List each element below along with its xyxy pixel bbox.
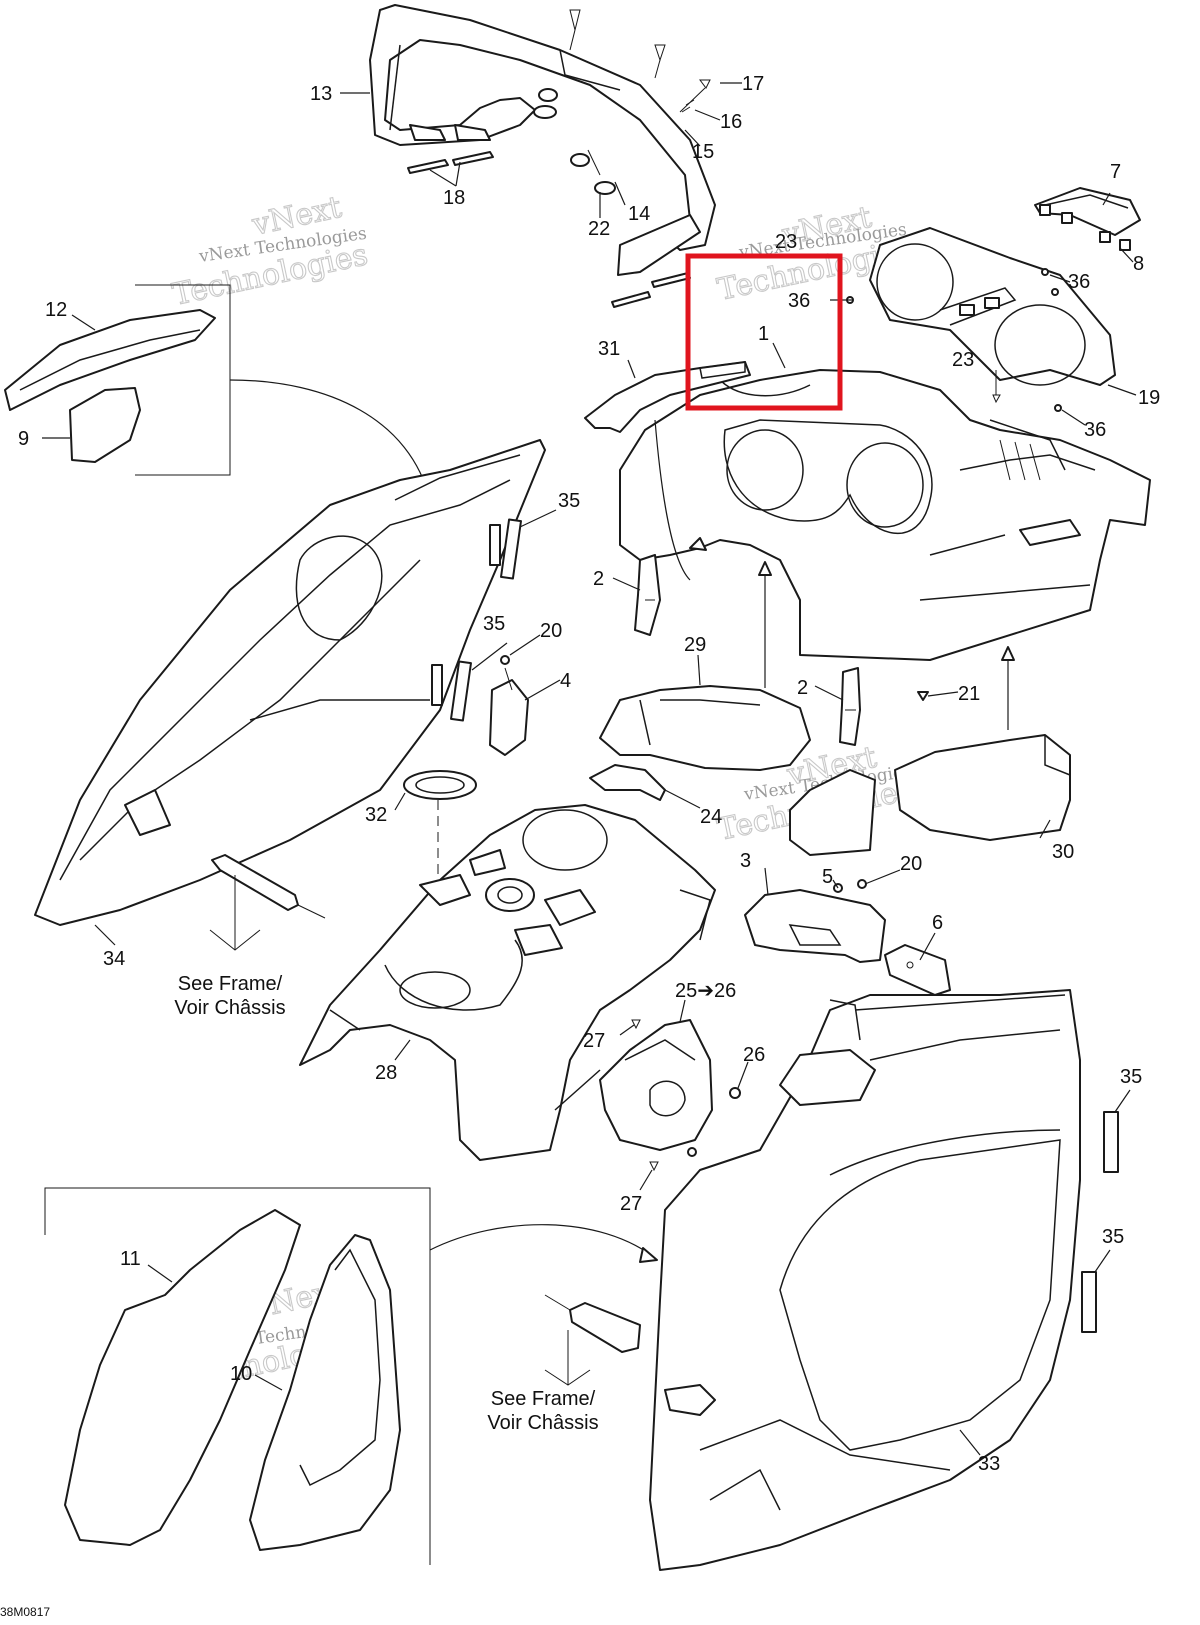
callout-23-right[interactable]: 23: [952, 349, 974, 371]
callout-20-top[interactable]: 20: [540, 620, 562, 642]
callout-14[interactable]: 14: [628, 203, 650, 225]
callout-18[interactable]: 18: [443, 187, 465, 209]
callout-36-left[interactable]: 36: [788, 290, 810, 312]
part-34-left-panel: [34, 439, 546, 926]
callout-3[interactable]: 3: [740, 850, 751, 872]
arrow-head-10-11: [639, 1247, 658, 1263]
callout-34[interactable]: 34: [103, 948, 125, 970]
part-24: [589, 764, 666, 801]
arrow-curve-10-11: [429, 1224, 656, 1259]
part-25-housing: [599, 1019, 741, 1172]
callout-33[interactable]: 33: [978, 1453, 1000, 1475]
callout-21[interactable]: 21: [958, 683, 980, 705]
part-31-trim: [584, 361, 751, 433]
hardware-screws-top: [533, 9, 711, 195]
drawing-code: 38M0817: [0, 1605, 50, 1619]
grab-handle-right: [544, 1294, 641, 1353]
callout-35-top[interactable]: 35: [558, 490, 580, 512]
part-35-strips-left: [450, 518, 522, 722]
part-1-upper-console: [619, 369, 1151, 661]
note-see-frame-1-line2: Voir Châssis: [174, 997, 285, 1019]
callout-24[interactable]: 24: [700, 806, 722, 828]
callout-25-26[interactable]: 25➔26: [675, 980, 736, 1002]
callout-6[interactable]: 6: [932, 912, 943, 934]
callout-2-right[interactable]: 2: [797, 677, 808, 699]
callout-27-bottom[interactable]: 27: [620, 1193, 642, 1215]
part-10-pad: [249, 1234, 401, 1551]
callout-19[interactable]: 19: [1138, 387, 1160, 409]
callout-29[interactable]: 29: [684, 634, 706, 656]
leader-lines: [42, 82, 1137, 1456]
part-33-right-panel: [649, 989, 1081, 1571]
note-see-frame-2: See Frame/ Voir Châssis: [487, 1388, 598, 1434]
part-9-pad: [69, 387, 141, 463]
part-29-cover: [599, 685, 811, 771]
callout-4[interactable]: 4: [560, 670, 571, 692]
callout-20-bottom[interactable]: 20: [900, 853, 922, 875]
part-11-pad: [64, 1209, 301, 1546]
part-35-strips-right: [1081, 1111, 1119, 1333]
callout-35-right-top[interactable]: 35: [1120, 1066, 1142, 1088]
callout-7[interactable]: 7: [1110, 161, 1121, 183]
part-3-bracket: [744, 889, 886, 963]
callout-labels: 1 2 2 3 4 5 6 7 8 9 10 11 12 13 14 15 16…: [18, 73, 1160, 1475]
callout-27-top[interactable]: 27: [583, 1030, 605, 1052]
callout-9[interactable]: 9: [18, 428, 29, 450]
bracket-10-11: [44, 1187, 431, 1565]
part-19-gauge-support: [869, 227, 1116, 386]
callout-11[interactable]: 11: [120, 1248, 141, 1270]
callout-35-mid[interactable]: 35: [483, 613, 505, 635]
part-2-clip-left: [634, 554, 661, 636]
note-see-frame-2-line1: See Frame/: [491, 1388, 596, 1410]
note-see-frame-2-line2: Voir Châssis: [487, 1412, 598, 1434]
callout-26[interactable]: 26: [743, 1044, 765, 1066]
callout-28[interactable]: 28: [375, 1062, 397, 1084]
callout-16[interactable]: 16: [720, 111, 742, 133]
leader-see-frame-2-fork: [544, 1369, 591, 1386]
part-2-clip-right: [839, 667, 861, 746]
part-28-lower-console: [299, 804, 716, 1161]
note-see-frame-1: See Frame/ Voir Châssis: [174, 973, 285, 1019]
part-12-pad: [4, 309, 216, 411]
callout-22[interactable]: 22: [588, 218, 610, 240]
part-30-door: [894, 734, 1071, 841]
highlight-box: [685, 253, 843, 411]
arrow-curve-12: [229, 379, 431, 501]
part-4-bracket: [489, 655, 529, 756]
part-32-ring: [403, 770, 477, 800]
part-13-windshield-frame: [369, 4, 716, 276]
callout-35-right-bottom[interactable]: 35: [1102, 1226, 1124, 1248]
callout-5[interactable]: 5: [822, 866, 833, 888]
part-cover-near-30: [789, 769, 876, 856]
callout-23-top[interactable]: 23: [775, 231, 797, 253]
part-5-20-hardware: [833, 879, 867, 893]
leader-see-frame-1-fork: [209, 929, 261, 951]
callout-1[interactable]: 1: [758, 323, 769, 345]
callout-15[interactable]: 15: [692, 141, 714, 163]
callout-32[interactable]: 32: [365, 804, 387, 826]
part-7-visor: [1034, 187, 1141, 251]
grab-handle-left: [211, 854, 326, 919]
callout-10[interactable]: 10: [230, 1363, 252, 1385]
callout-36-bottom[interactable]: 36: [1084, 419, 1106, 441]
callout-8[interactable]: 8: [1133, 253, 1144, 275]
note-see-frame-1-line1: See Frame/: [178, 973, 283, 995]
part-18-strips: [407, 151, 691, 308]
callout-30[interactable]: 30: [1052, 841, 1074, 863]
assembly-arrows: [654, 419, 1015, 730]
callout-13[interactable]: 13: [310, 83, 332, 105]
part-6-plate: [884, 944, 951, 996]
watermark-1: vNext vNext Technologies Technologies: [169, 189, 372, 313]
callout-12[interactable]: 12: [45, 299, 67, 321]
callout-36-top[interactable]: 36: [1068, 271, 1090, 293]
callout-17[interactable]: 17: [742, 73, 764, 95]
callout-2-left[interactable]: 2: [593, 568, 604, 590]
callout-31[interactable]: 31: [598, 338, 620, 360]
